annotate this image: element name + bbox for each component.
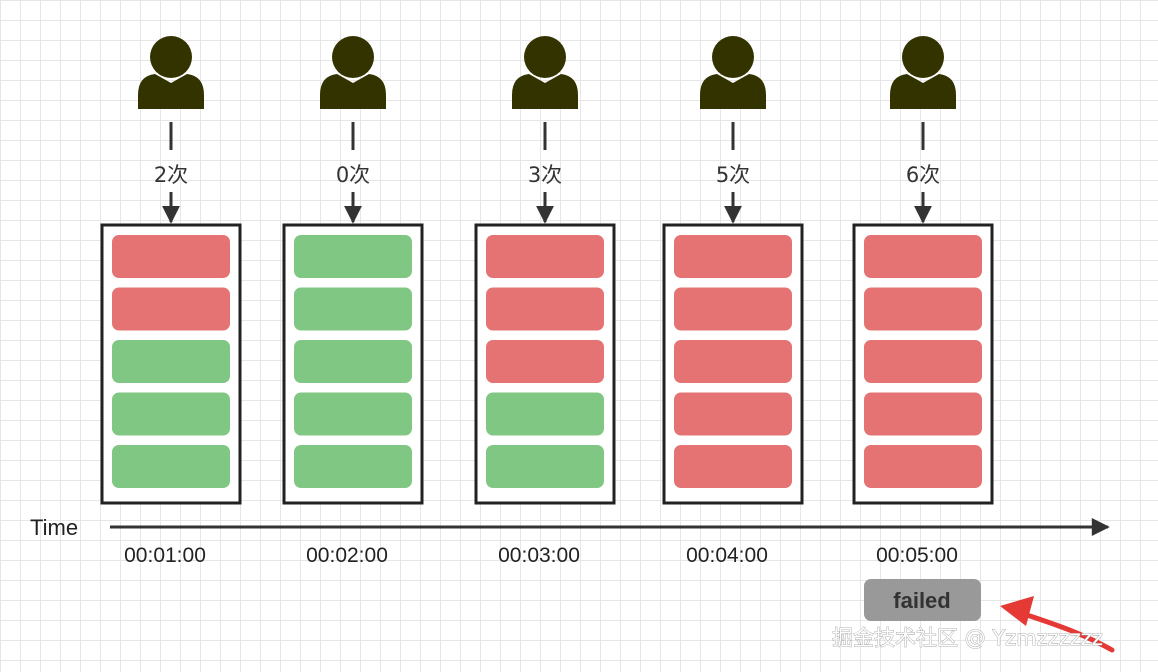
request-slot-blocked — [864, 340, 982, 383]
request-slot-passed — [486, 392, 604, 436]
request-count-label: 0次 — [336, 163, 370, 187]
request-count-label: 5次 — [716, 163, 750, 187]
request-slot-passed — [112, 445, 230, 488]
request-slot-passed — [294, 235, 412, 278]
window-column-5: 6次 00:05:00 — [852, 36, 994, 567]
request-slot-blocked — [864, 445, 982, 488]
time-label: 00:01:00 — [124, 544, 206, 567]
request-slot-blocked — [864, 287, 982, 331]
request-slot-blocked — [674, 340, 792, 383]
request-slot-passed — [294, 287, 412, 331]
user-icon — [700, 36, 766, 109]
request-slot-blocked — [864, 235, 982, 278]
request-slot-passed — [294, 392, 412, 436]
watermark: 掘金技术社区 @ Yzmzzzzzz — [832, 626, 1103, 650]
failed-badge-background — [864, 579, 981, 621]
time-label: 00:02:00 — [306, 544, 388, 567]
request-slot-blocked — [486, 235, 604, 278]
time-label: 00:04:00 — [686, 544, 768, 567]
window-column-4: 5次 00:04:00 — [662, 36, 804, 567]
user-icon — [138, 36, 204, 109]
time-axis: Time — [30, 515, 1110, 540]
request-slot-blocked — [112, 287, 230, 331]
request-slot-blocked — [864, 392, 982, 436]
failed-badge: failed — [864, 579, 981, 621]
request-slot-blocked — [486, 340, 604, 383]
request-slot-passed — [294, 445, 412, 488]
time-label: 00:05:00 — [876, 544, 958, 567]
request-slot-blocked — [486, 287, 604, 331]
red-arrow-icon — [1000, 596, 1115, 653]
request-slot-blocked — [674, 392, 792, 436]
request-slot-passed — [486, 445, 604, 488]
failed-badge-label: failed — [893, 588, 950, 613]
time-label: 00:03:00 — [498, 544, 580, 567]
windows-group: 2次 00:01:00 0次 00:02:00 3次 00:03:00 5次 00:04:00… — [100, 36, 994, 567]
window-column-1: 2次 00:01:00 — [100, 36, 242, 567]
request-slot-passed — [112, 340, 230, 383]
request-slot-passed — [294, 340, 412, 383]
request-count-label: 6次 — [906, 163, 940, 187]
request-slot-blocked — [674, 287, 792, 331]
request-slot-blocked — [112, 235, 230, 278]
window-column-3: 3次 00:03:00 — [474, 36, 616, 567]
window-column-2: 0次 00:02:00 — [282, 36, 424, 567]
request-count-label: 2次 — [154, 163, 188, 187]
request-count-label: 3次 — [528, 163, 562, 187]
user-icon — [320, 36, 386, 109]
request-slot-passed — [112, 392, 230, 436]
user-icon — [890, 36, 956, 109]
request-slot-blocked — [674, 445, 792, 488]
user-icon — [512, 36, 578, 109]
time-axis-label: Time — [30, 515, 78, 540]
request-slot-blocked — [674, 235, 792, 278]
